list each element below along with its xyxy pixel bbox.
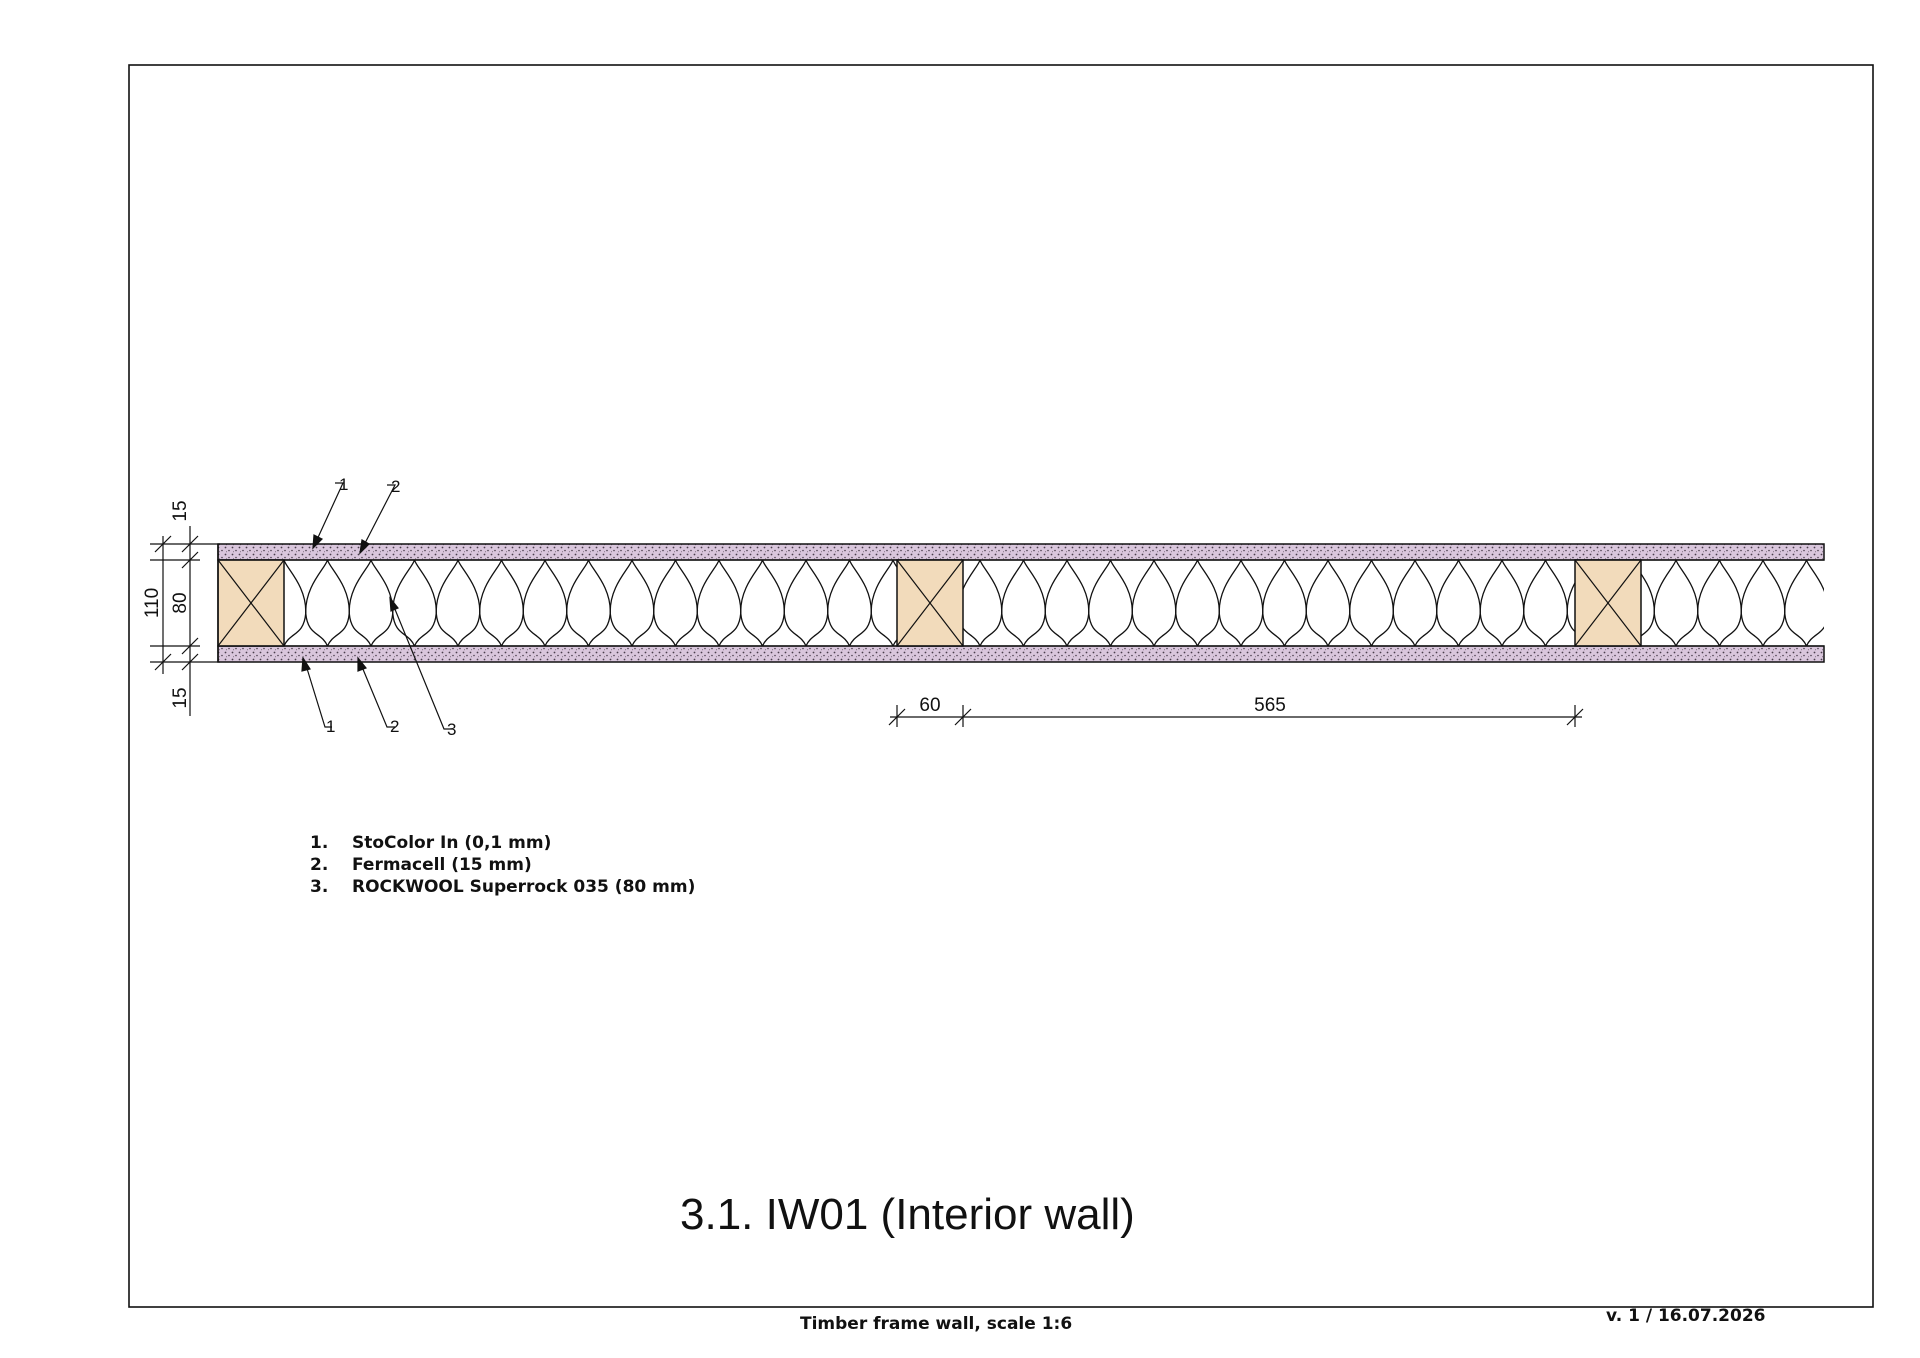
wall-section <box>217 543 1916 663</box>
legend-item-text: ROCKWOOL Superrock 035 (80 mm) <box>352 877 696 897</box>
insulation-layer <box>261 560 1916 646</box>
board-top <box>217 543 1825 561</box>
legend-item: 1. StoColor In (0,1 mm) <box>310 832 695 854</box>
insulation-loop <box>1349 560 1394 646</box>
legend-item-number: 2. <box>310 855 329 875</box>
insulation-loop <box>1392 560 1438 646</box>
dim-layer-bottom: 15 <box>170 687 191 708</box>
horizontal-dimensions <box>888 705 1584 727</box>
insulation-loop <box>1131 560 1177 646</box>
timber-stud <box>1574 559 1642 647</box>
legend-item-number: 3. <box>310 877 329 897</box>
insulation-loop <box>740 560 785 646</box>
insulation-loop <box>566 560 611 646</box>
dim-layer-top: 15 <box>170 500 191 521</box>
legend-item-number: 1. <box>310 833 329 853</box>
insulation-loop <box>392 560 437 646</box>
insulation-loop <box>957 560 1003 646</box>
leader-tag-bottom-3: 3 <box>447 720 456 739</box>
insulation-loop <box>1653 560 1699 646</box>
leader-tag-bottom-1: 1 <box>326 717 335 736</box>
dim-stud-spacing: 565 <box>1254 695 1286 716</box>
version-stamp: v. 1 / 16.07.2026 <box>1606 1306 1766 1326</box>
insulation-loop <box>305 560 350 646</box>
legend-item: 3. ROCKWOOL Superrock 035 (80 mm) <box>310 876 695 898</box>
legend-item-text: Fermacell (15 mm) <box>352 855 532 875</box>
insulation-loop <box>609 560 655 646</box>
dim-stud-width: 60 <box>919 695 940 716</box>
insulation-loop <box>1218 560 1264 646</box>
insulation-loop <box>1175 560 1220 646</box>
insulation-loop <box>1523 560 1568 646</box>
legend-item-text: StoColor In (0,1 mm) <box>352 833 552 853</box>
insulation-loop <box>1697 560 1742 646</box>
sheet-border <box>128 64 1874 1308</box>
leader-tag-bottom-2: 2 <box>390 717 399 736</box>
dim-core: 80 <box>170 592 191 613</box>
insulation-loop <box>1262 560 1307 646</box>
vertical-dimensions <box>150 526 220 716</box>
dim-total: 110 <box>142 588 163 618</box>
leader-tag-top-2: 2 <box>391 477 400 496</box>
insulation-loop <box>435 560 481 646</box>
timber-stud <box>896 559 964 647</box>
insulation-loop <box>827 560 872 646</box>
insulation-loop <box>522 560 568 646</box>
insulation-loop <box>1088 560 1133 646</box>
insulation-loop <box>479 560 524 646</box>
insulation-loop <box>1044 560 1090 646</box>
drawing-title: 3.1. IW01 (Interior wall) <box>680 1190 1135 1239</box>
insulation-loop <box>1436 560 1481 646</box>
insulation-loop <box>1872 560 1916 646</box>
insulation-loop <box>348 560 394 646</box>
insulation-loop <box>1740 560 1786 646</box>
legend-item: 2. Fermacell (15 mm) <box>310 854 695 876</box>
timber-studs <box>217 559 1642 647</box>
insulation-loop <box>1828 560 1872 646</box>
material-legend: 1. StoColor In (0,1 mm) 2. Fermacell (15… <box>310 832 695 898</box>
insulation-loop <box>1001 560 1046 646</box>
insulation-loop <box>696 560 742 646</box>
insulation-loop <box>1479 560 1525 646</box>
insulation-loop <box>783 560 829 646</box>
insulation-loop <box>653 560 698 646</box>
timber-stud <box>217 559 285 647</box>
leader-lines <box>301 482 452 730</box>
insulation-loop <box>1305 560 1351 646</box>
board-bottom <box>217 645 1825 663</box>
insulation-loop <box>1784 560 1824 646</box>
leader-tag-top-1: 1 <box>339 475 348 494</box>
footer-caption: Timber frame wall, scale 1:6 <box>800 1314 1073 1334</box>
